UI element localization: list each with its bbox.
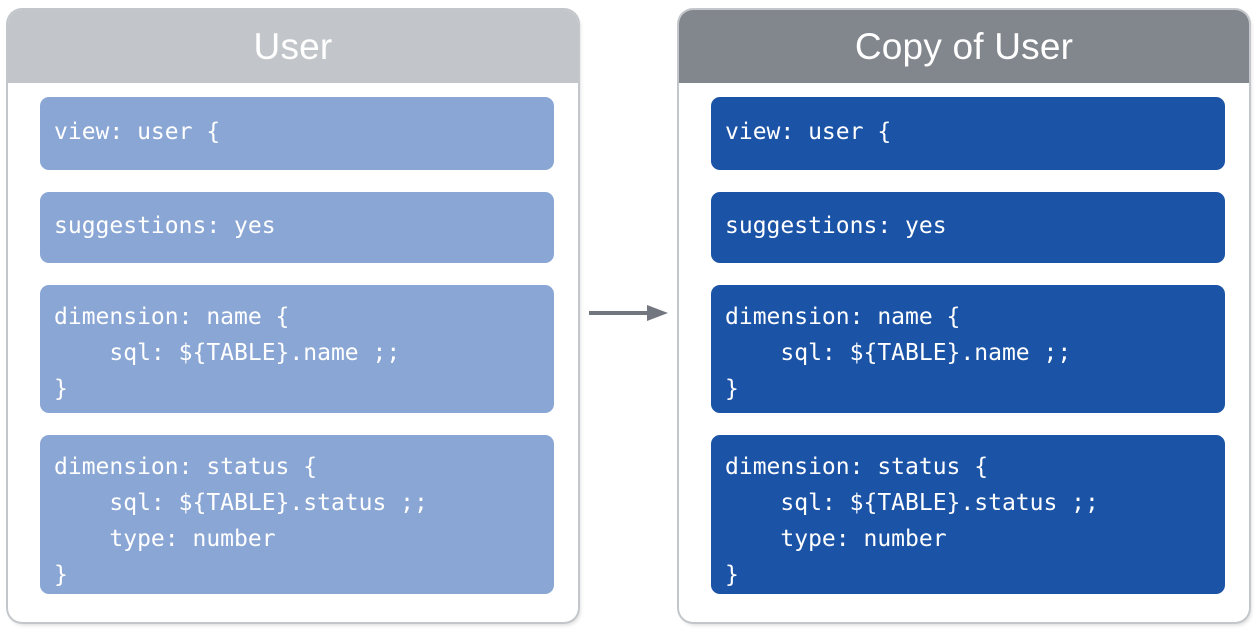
code-block-view-declaration-source[interactable]: view: user { (40, 97, 554, 170)
right-arrow-icon (589, 303, 669, 323)
code-block-dimension-status-copy[interactable]: dimension: status { sql: ${TABLE}.status… (711, 435, 1225, 594)
code-block-dimension-name-copy[interactable]: dimension: name { sql: ${TABLE}.name ;; … (711, 285, 1225, 413)
panel-body-copy: view: user { suggestions: yes dimension:… (679, 83, 1249, 610)
panel-body-source: view: user { suggestions: yes dimension:… (8, 83, 578, 610)
panel-source-user: User view: user { suggestions: yes dimen… (8, 10, 578, 622)
panel-header-copy: Copy of User (679, 10, 1249, 83)
code-block-suggestions-parameter-copy[interactable]: suggestions: yes (711, 192, 1225, 263)
panel-title-copy: Copy of User (854, 26, 1074, 67)
code-block-dimension-name-source[interactable]: dimension: name { sql: ${TABLE}.name ;; … (40, 285, 554, 413)
code-block-view-declaration-copy[interactable]: view: user { (711, 97, 1225, 170)
code-block-dimension-status-source[interactable]: dimension: status { sql: ${TABLE}.status… (40, 435, 554, 594)
code-block-suggestions-parameter-source[interactable]: suggestions: yes (40, 192, 554, 263)
panel-title-source: User (253, 26, 333, 67)
panel-copy-of-user: Copy of User view: user { suggestions: y… (679, 10, 1249, 622)
panel-header-source: User (8, 10, 578, 83)
